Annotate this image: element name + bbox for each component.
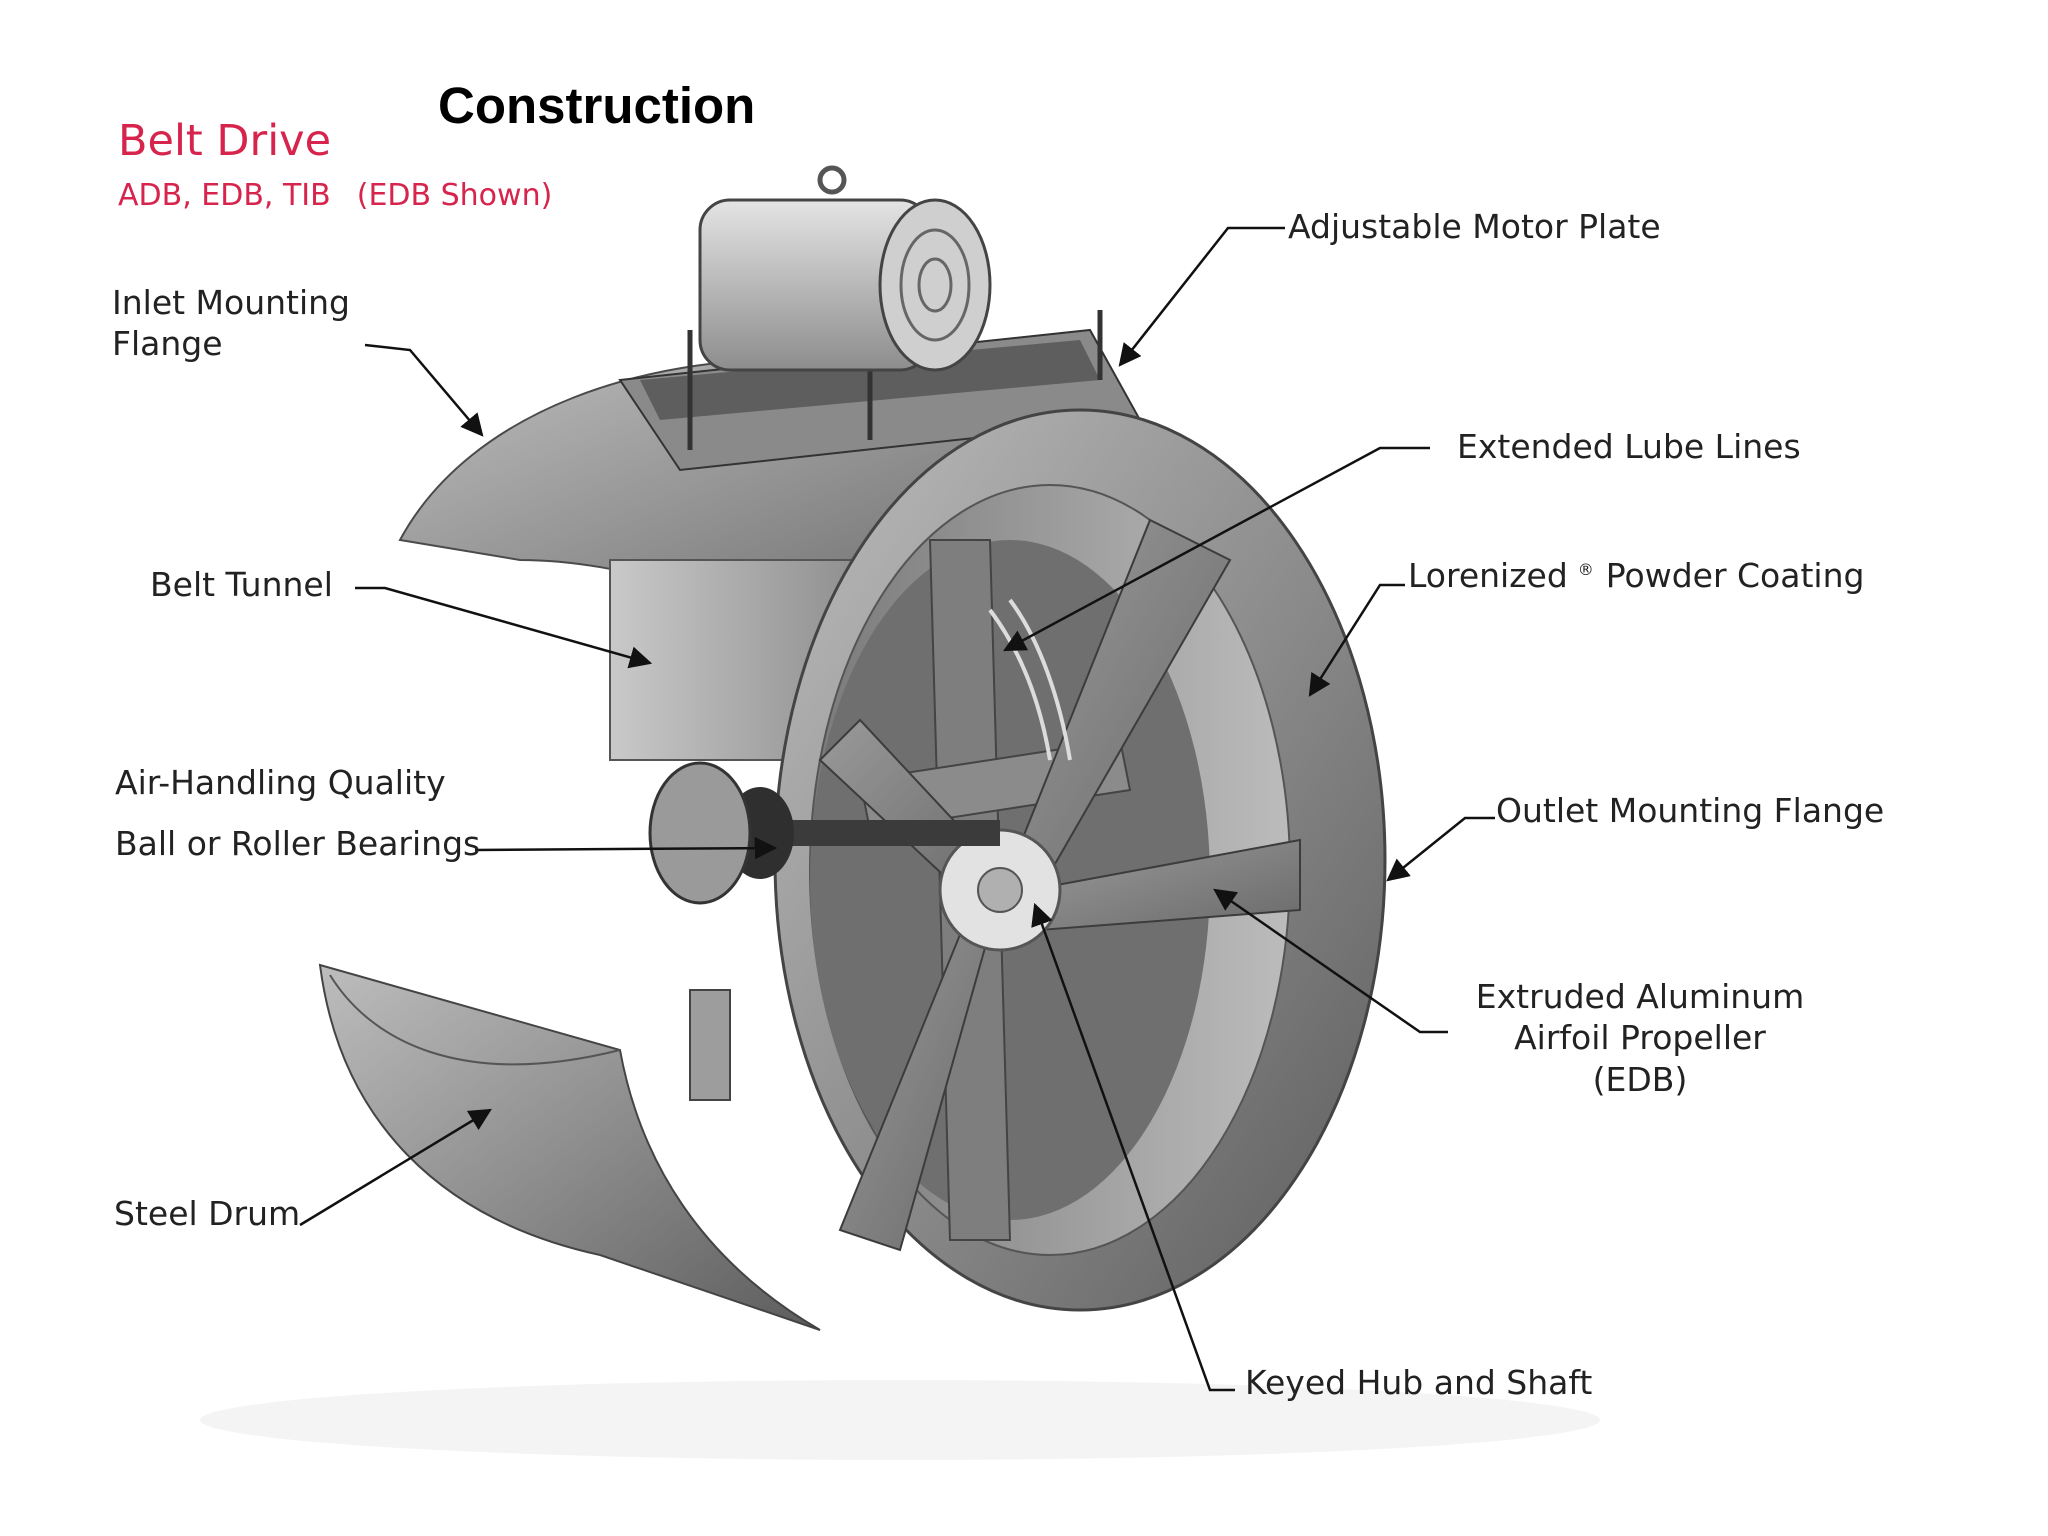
registered-mark: ® <box>1577 560 1594 579</box>
label-line: (EDB) <box>1592 1059 1688 1099</box>
motor-grille <box>899 228 971 342</box>
label-line: Flange <box>112 324 223 364</box>
label-keyed-hub-and-shaft: Keyed Hub and Shaft <box>1245 1363 1593 1402</box>
label-belt-tunnel: Belt Tunnel <box>150 565 333 604</box>
label-inlet-mounting-flange: Inlet Mounting Flange <box>112 282 350 365</box>
shown-note: (EDB Shown) <box>356 178 553 213</box>
label-powder-coating: Lorenized ® Powder Coating <box>1408 555 1864 596</box>
product-name: Belt Drive <box>118 116 332 166</box>
leader-hub-shaft <box>1031 902 1235 1392</box>
label-steel-drum: Steel Drum <box>114 1194 301 1233</box>
pulley <box>648 761 752 905</box>
lube-line <box>1008 598 1072 761</box>
label-bearings: Air-Handling Quality Ball or Roller Bear… <box>115 752 480 874</box>
model-list: ADB, EDB, TIB <box>118 178 331 213</box>
leader-powder-coating <box>1308 583 1405 697</box>
leader-propeller <box>1213 888 1448 1034</box>
label-line: Extruded Aluminum <box>1475 977 1805 1016</box>
drum-bracket <box>689 989 731 1101</box>
coating-rest: Powder Coating <box>1605 556 1865 595</box>
motor-end <box>878 198 992 372</box>
lube-line <box>988 608 1052 761</box>
page-title: Construction <box>438 77 756 134</box>
leader-motor-plate <box>1118 226 1285 367</box>
steel-drum-half <box>318 963 821 1331</box>
hub-center <box>977 867 1023 913</box>
lifting-eye <box>817 165 847 195</box>
leader-inlet-flange <box>364 343 484 437</box>
floor-shadow <box>200 1380 1600 1460</box>
leader-bearings <box>474 836 778 860</box>
label-outlet-mounting-flange: Outlet Mounting Flange <box>1496 791 1885 830</box>
product-models: ADB, EDB, TIB (EDB Shown) <box>118 178 578 213</box>
label-adjustable-motor-plate: Adjustable Motor Plate <box>1288 207 1661 246</box>
label-extended-lube-lines: Extended Lube Lines <box>1457 427 1801 466</box>
label-propeller: Extruded Aluminum Airfoil Propeller (EDB… <box>1470 976 1810 1100</box>
leader-belt-tunnel <box>355 586 653 669</box>
steel-drum-inner <box>329 974 621 1066</box>
motor-grille <box>917 257 953 313</box>
leader-lube-lines <box>1003 446 1430 652</box>
coating-brand: Lorenized <box>1408 556 1568 595</box>
leader-outlet-flange <box>1386 816 1495 882</box>
label-line: Airfoil Propeller <box>1514 1018 1766 1058</box>
label-line: Ball or Roller Bearings <box>115 824 481 864</box>
label-line: Air-Handling Quality <box>115 763 446 802</box>
label-line: Inlet Mounting <box>112 283 351 322</box>
leader-steel-drum <box>299 1108 492 1227</box>
